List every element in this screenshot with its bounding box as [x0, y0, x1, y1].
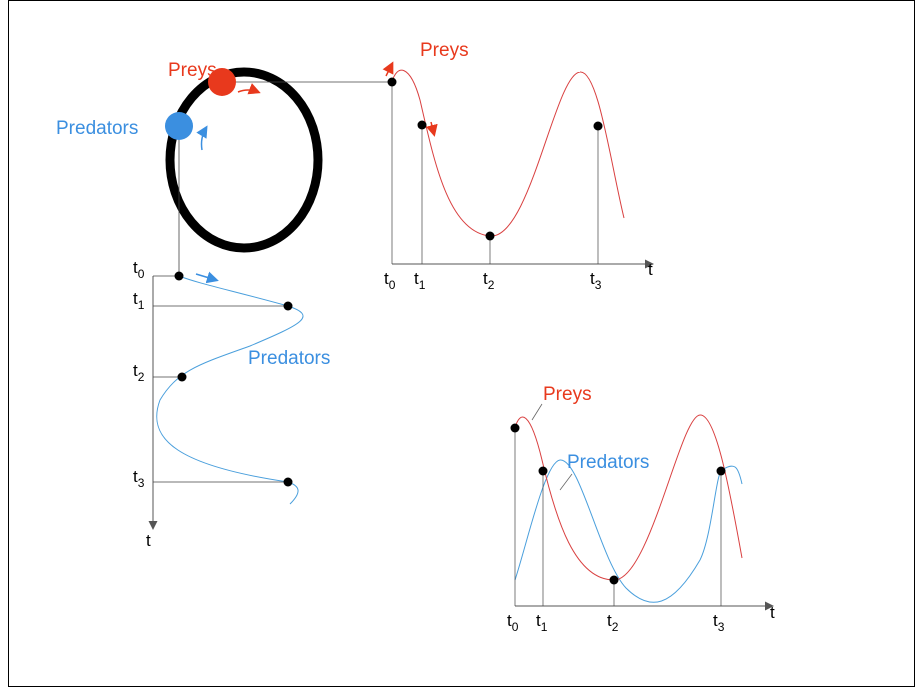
combined-plot-axis-label: t	[770, 603, 775, 622]
prey-fall-arrow-icon	[425, 121, 438, 137]
predator-plot-axis-label: t	[146, 531, 151, 550]
phase-cycle-ring	[165, 67, 323, 253]
combined-predator-label: Predators	[567, 452, 649, 473]
prey-direction-icon	[237, 83, 261, 95]
predator-tick-t3: t3	[133, 467, 145, 490]
prey-plot-ticks: t0 t1 t2 t3	[384, 269, 602, 292]
predator-point-t1	[283, 301, 293, 311]
combined-point-t2	[609, 575, 619, 585]
prey-tick-t1: t1	[414, 269, 426, 292]
predator-point-t2	[177, 372, 187, 382]
combined-predator-curve	[514, 459, 743, 603]
predator-direction-arrow-icon	[195, 271, 219, 284]
predator-tick-t1: t1	[133, 289, 145, 312]
combined-point-t1	[538, 466, 548, 476]
prey-point-t1	[417, 120, 427, 130]
prey-plot-axis-label: t	[648, 260, 653, 279]
combined-tick-t0: t0	[507, 611, 519, 634]
cycle-predator-label: Predators	[56, 118, 138, 139]
prey-tick-t2: t2	[483, 269, 495, 292]
predator-tick-t0: t0	[133, 258, 145, 281]
prey-point-t0	[387, 77, 397, 87]
predator-tick-t2: t2	[133, 361, 145, 384]
cycle-prey-label: Preys	[168, 60, 217, 81]
combined-prey-curve	[514, 414, 743, 581]
combined-tick-t1: t1	[536, 611, 548, 634]
combined-point-t0	[510, 423, 520, 433]
predator-direction-icon	[196, 125, 208, 151]
slide-frame	[8, 0, 915, 687]
combined-point-t3	[716, 466, 726, 476]
prey-marker	[208, 68, 236, 96]
predator-curve	[156, 275, 304, 505]
combined-predator-leader-line	[559, 473, 573, 491]
prey-point-t2	[485, 231, 495, 241]
combined-tick-t2: t2	[607, 611, 619, 634]
predator-plot-ticks: t0 t1 t2 t3	[133, 258, 145, 490]
combined-prey-label: Preys	[543, 384, 592, 405]
prey-tick-t3: t3	[590, 269, 602, 292]
prey-rise-arrow-icon	[382, 61, 394, 77]
combined-tick-t3: t3	[713, 611, 725, 634]
prey-tick-t0: t0	[384, 269, 396, 292]
predator-point-t0	[174, 271, 184, 281]
prey-curve	[391, 69, 625, 237]
prey-plot-series-label: Preys	[420, 40, 469, 61]
combined-prey-leader-line	[531, 403, 543, 421]
combined-plot-ticks: t0 t1 t2 t3	[507, 611, 725, 634]
predator-marker	[165, 112, 193, 140]
predator-point-t3	[283, 477, 293, 487]
prey-point-t3	[593, 121, 603, 131]
predator-plot-series-label: Predators	[248, 348, 330, 369]
